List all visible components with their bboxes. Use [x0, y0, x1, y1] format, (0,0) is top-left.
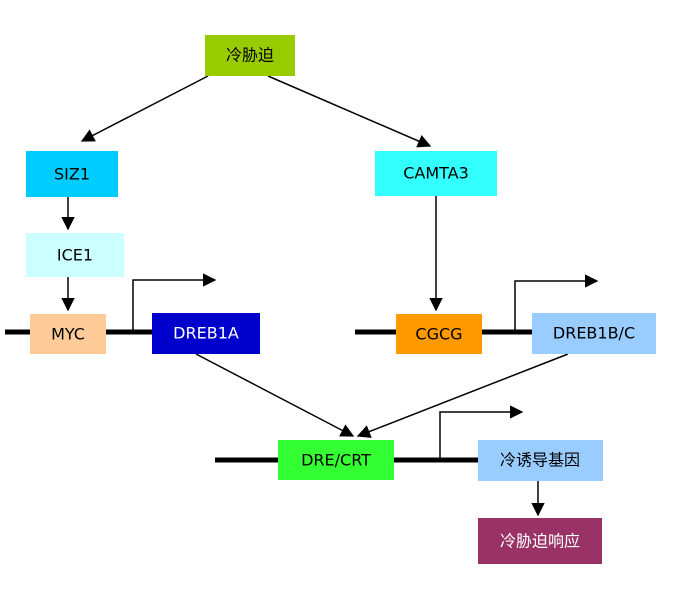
svg-text:SIZ1: SIZ1 [54, 165, 90, 184]
svg-text:CAMTA3: CAMTA3 [403, 164, 469, 183]
svg-text:DREB1B/C: DREB1B/C [553, 324, 635, 343]
node-camta3: CAMTA3 [375, 151, 497, 196]
transcription-start-arrow-bottom [439, 405, 524, 460]
svg-text:冷胁迫响应: 冷胁迫响应 [500, 532, 580, 551]
node-ice1: ICE1 [26, 233, 124, 277]
transcription-start-arrow-right [514, 274, 599, 332]
svg-text:冷诱导基因: 冷诱导基因 [500, 451, 580, 470]
transcription-start-arrow-left [132, 273, 217, 332]
svg-text:MYC: MYC [51, 325, 85, 344]
svg-text:CGCG: CGCG [415, 325, 462, 344]
svg-text:DRE/CRT: DRE/CRT [301, 451, 371, 470]
node-cold-induced-genes: 冷诱导基因 [478, 440, 603, 481]
svg-text:ICE1: ICE1 [57, 246, 93, 265]
node-myc: MYC [30, 314, 106, 354]
node-dre-crt: DRE/CRT [278, 440, 394, 480]
node-siz1: SIZ1 [26, 151, 118, 197]
svg-text:DREB1A: DREB1A [173, 324, 239, 343]
node-dreb1a: DREB1A [152, 313, 260, 354]
arrow-dreb1bc-to-dre-crt [356, 353, 569, 438]
node-dreb1bc: DREB1B/C [532, 313, 656, 354]
svg-text:冷胁迫: 冷胁迫 [226, 46, 274, 65]
arrow-cold-stress-to-siz1 [80, 75, 209, 142]
node-cgcg: CGCG [396, 314, 482, 354]
node-cold-stress-response: 冷胁迫响应 [478, 518, 602, 564]
arrow-dreb1a-to-dre-crt [195, 353, 355, 437]
arrow-cold-stress-to-camta3 [267, 75, 432, 148]
node-cold-stress: 冷胁迫 [205, 35, 295, 76]
